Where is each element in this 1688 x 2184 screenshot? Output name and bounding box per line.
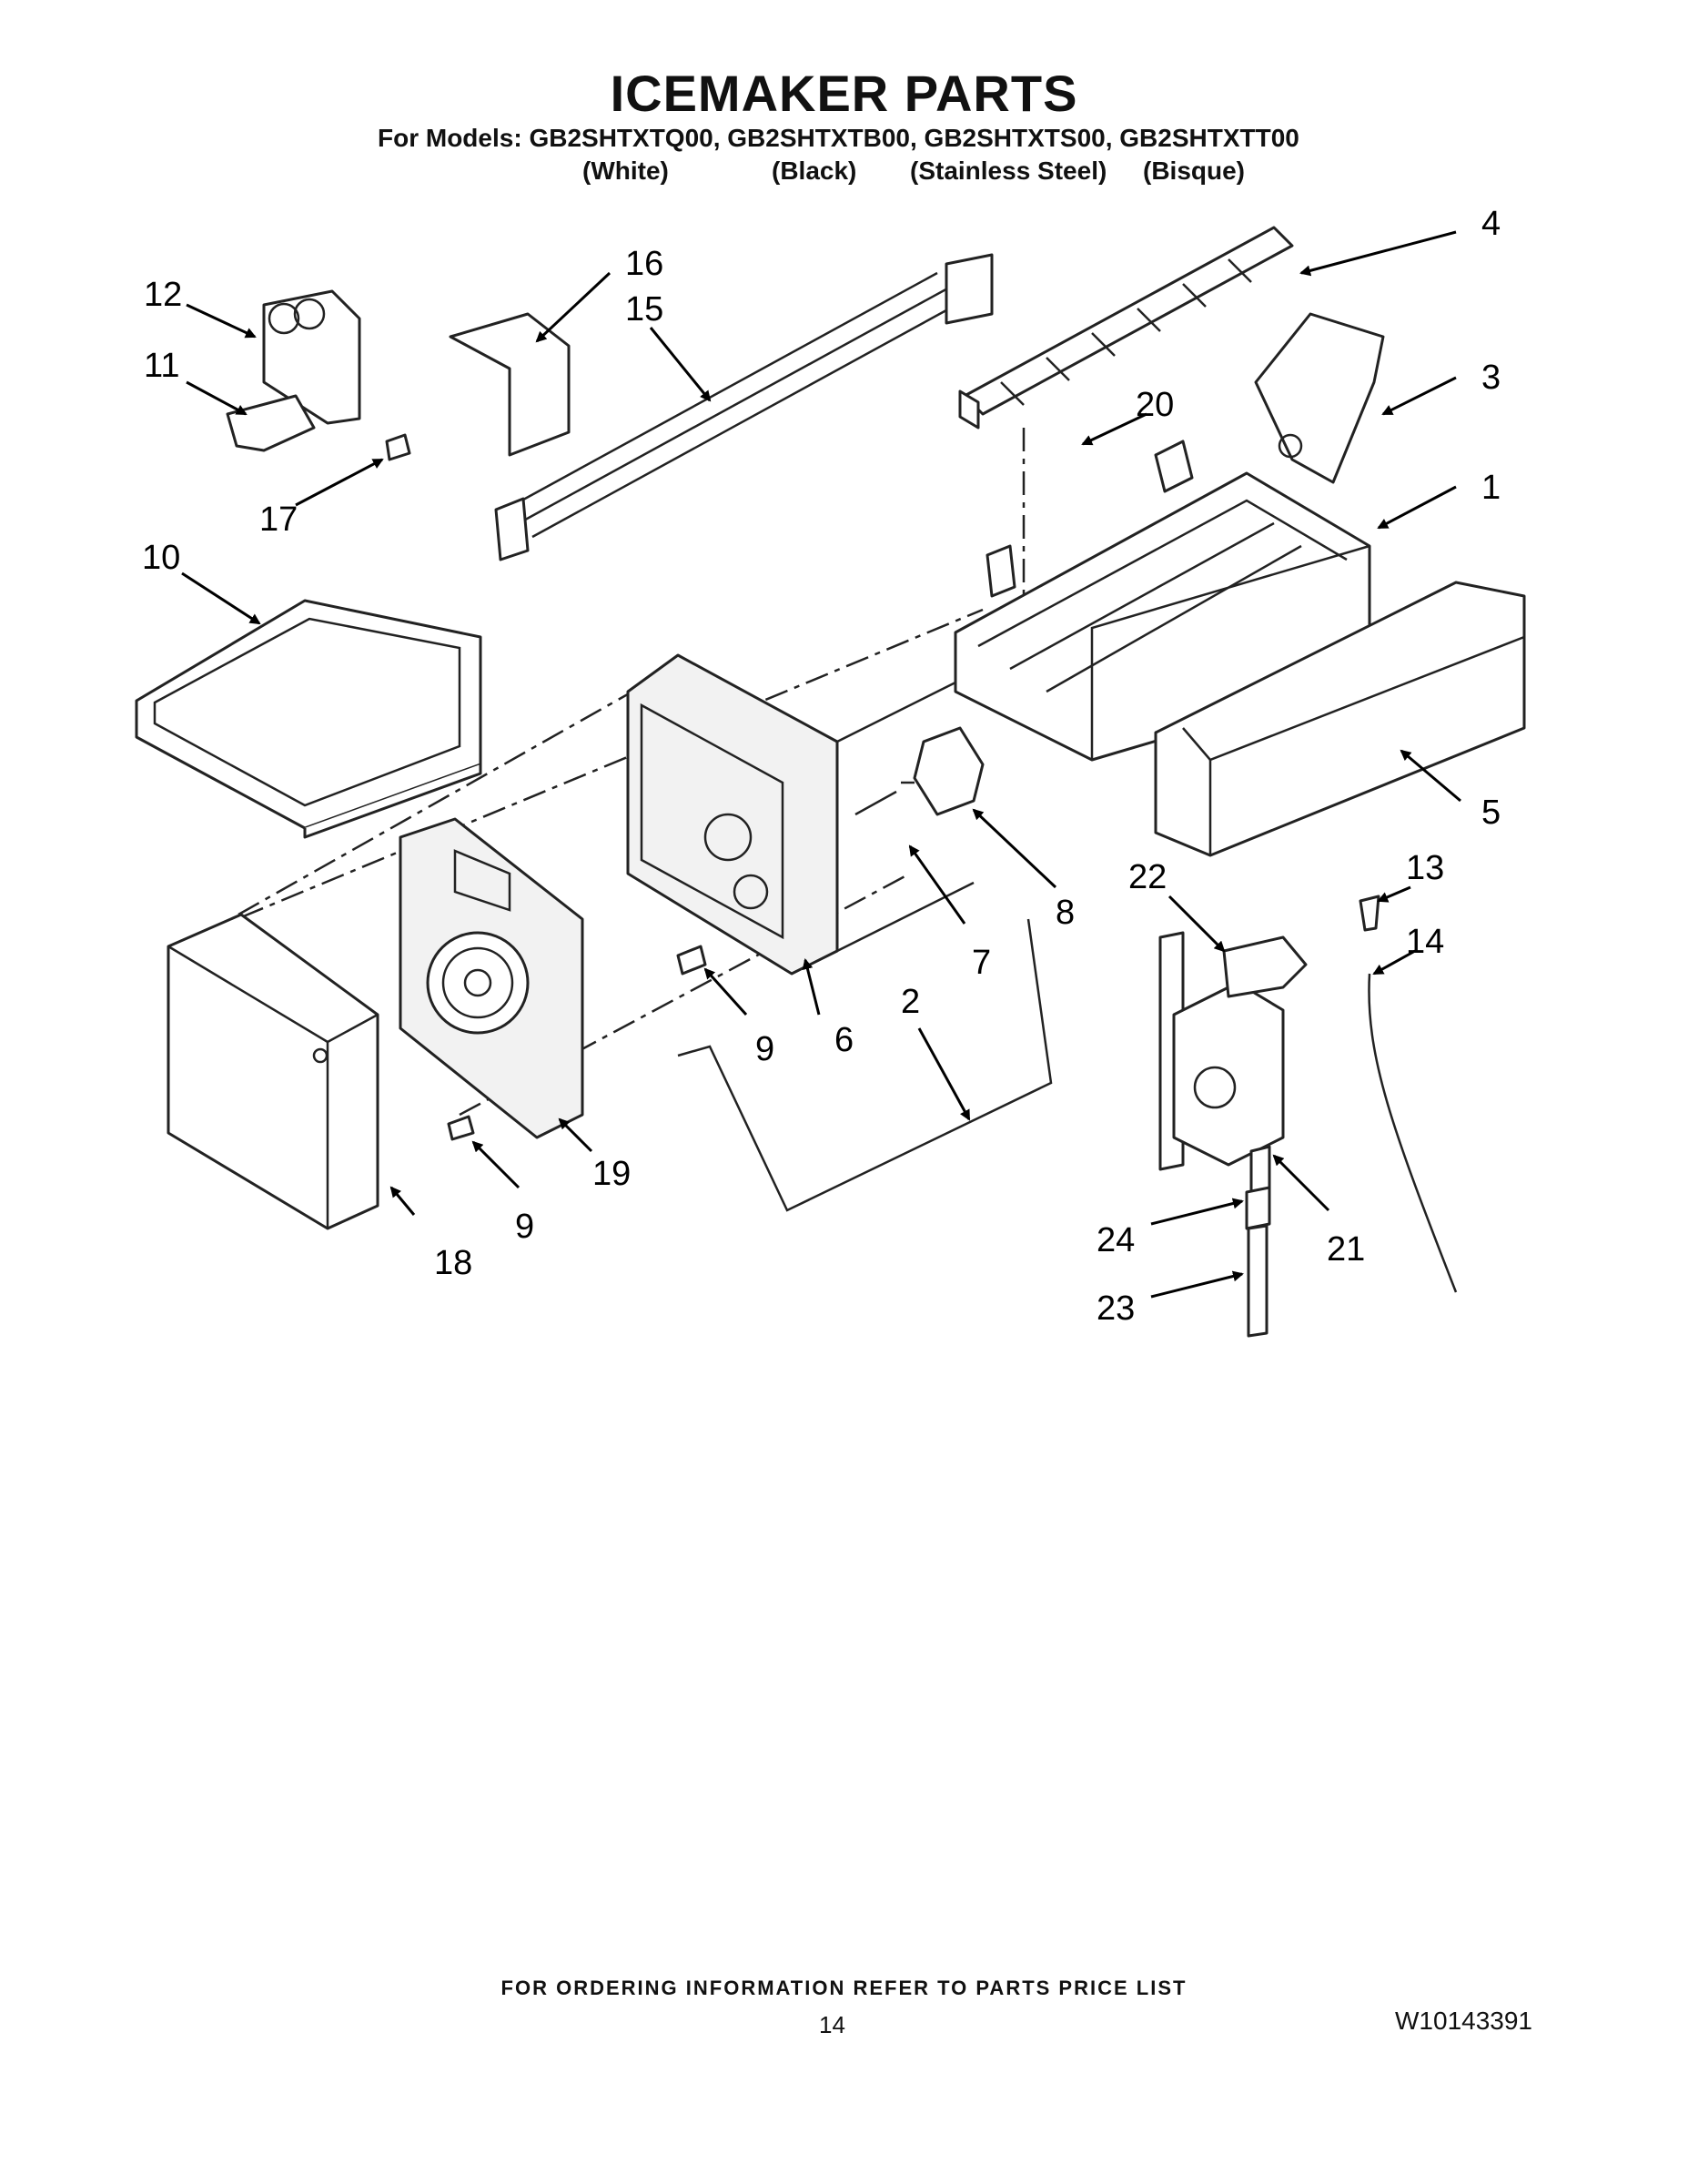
water-valve-part [226,289,411,461]
screw-part [447,945,707,1141]
callout-24: 24 [1097,1221,1135,1259]
fill-tube-part [1368,973,1458,1293]
heater-assembly-part [1158,931,1308,1338]
housing-part [626,653,975,976]
callout-20: 20 [1136,386,1174,424]
shutoff-arm-part [677,918,1053,1212]
callout-2: 2 [901,983,920,1021]
callout-18: 18 [434,1244,472,1282]
callout-1: 1 [1481,469,1501,507]
callout-6: 6 [834,1021,854,1059]
variant-bisque: (Bisque) [1143,157,1245,185]
callout-21: 21 [1327,1230,1365,1269]
callout-4: 4 [1481,205,1501,243]
document-number: W10143391 [1395,2007,1533,2035]
callout-17: 17 [259,500,298,539]
ejector-part [958,226,1294,430]
page-title: ICEMAKER PARTS [610,65,1078,122]
thermostat-part [854,726,985,816]
callout-5: 5 [1481,794,1501,832]
callout-13: 13 [1406,849,1444,887]
motor-plate-part [399,817,584,1139]
ordering-note: FOR ORDERING INFORMATION REFER TO PARTS … [500,1977,1188,1999]
connector-part [1359,895,1380,932]
callout-9-upper: 9 [755,1030,774,1068]
callout-11: 11 [144,347,179,385]
variant-black: (Black) [772,157,857,185]
shield-part [1154,581,1526,857]
callout-10: 10 [142,539,180,577]
models-line: For Models: GB2SHTXTQ00, GB2SHTXTB00, GB… [378,124,1299,152]
callout-7: 7 [972,944,991,982]
callout-16: 16 [625,245,663,283]
callout-19: 19 [592,1155,631,1193]
page-number: 14 [819,2011,845,2038]
callout-9-lower: 9 [515,1208,534,1246]
callout-12: 12 [144,276,182,314]
fill-cup-part [1254,312,1385,484]
leader-lines [181,230,1461,1299]
variant-stainless: (Stainless Steel) [910,157,1107,185]
cover-part [167,913,379,1230]
callout-3: 3 [1481,359,1501,397]
callout-22: 22 [1128,858,1167,896]
callout-14: 14 [1406,923,1444,961]
callout-15: 15 [625,290,663,329]
callout-8: 8 [1056,894,1075,932]
variant-white: (White) [582,157,669,185]
ice-bin-part [135,599,482,839]
wire-harness-part [449,253,994,561]
callout-23: 23 [1097,1289,1135,1328]
